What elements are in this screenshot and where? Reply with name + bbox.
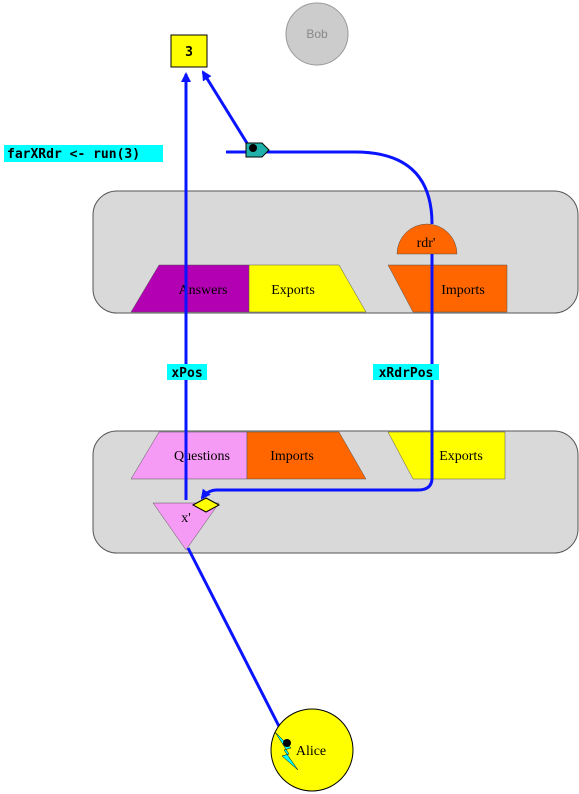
bottom-exports-table — [387, 431, 506, 480]
message-diamond — [191, 497, 221, 513]
bob-node — [285, 2, 349, 66]
top-imports-table — [387, 264, 508, 313]
xrdrpos-arrow — [200, 254, 434, 500]
alice-line — [186, 547, 289, 743]
farxrdr-line — [226, 150, 434, 225]
alice-dot — [283, 739, 291, 747]
bob-label: Bob — [306, 27, 328, 41]
top-exports-table — [248, 264, 367, 313]
code-label-bg — [4, 145, 163, 162]
xpos-label: xPos — [171, 366, 202, 381]
bottom-exports-label: Exports — [439, 449, 483, 464]
top-exports-label: Exports — [271, 283, 315, 298]
code-label: farXRdr <- run(3) — [7, 147, 140, 162]
questions-label: Questions — [174, 449, 230, 464]
xrdrpos-label-bg — [373, 364, 439, 380]
bottom-imports-label: Imports — [270, 449, 314, 464]
xrdrpos-label: xRdrPos — [379, 366, 434, 381]
resolver-icon — [245, 142, 270, 158]
answer-value: 3 — [185, 45, 193, 60]
bottom-imports-table — [246, 431, 367, 480]
alice-label: Alice — [296, 744, 326, 759]
resolve-arrow — [201, 70, 252, 149]
resolver-dot — [249, 144, 257, 152]
answers-label: Answers — [179, 283, 228, 298]
answer-box — [170, 34, 208, 68]
rdr-promise — [396, 223, 458, 255]
xpos-label-bg — [167, 364, 207, 380]
top-imports-label: Imports — [441, 283, 485, 298]
x-promise — [152, 502, 220, 551]
alice-node — [270, 708, 354, 792]
rdr-label: rdr' — [417, 236, 436, 251]
x-label: x' — [181, 511, 191, 526]
lightning-icon — [274, 731, 299, 771]
